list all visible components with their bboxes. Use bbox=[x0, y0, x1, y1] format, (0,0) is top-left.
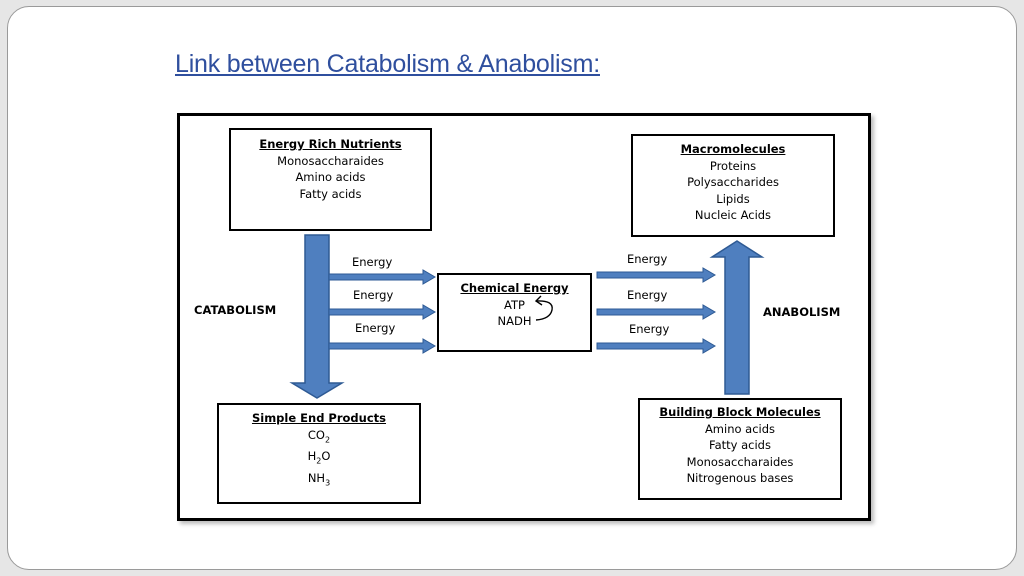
macromolecule-item: Nucleic Acids bbox=[694, 208, 772, 222]
energy-arrow-right-2 bbox=[596, 304, 716, 320]
nutrient-item: Monosaccharaides bbox=[277, 153, 384, 168]
nutrient-item: Fatty acids bbox=[299, 186, 362, 201]
energy-label-left-1: Energy bbox=[352, 255, 393, 269]
energy-arrow-right-1 bbox=[596, 267, 716, 283]
energy-rich-nutrients-heading: Energy Rich Nutrients bbox=[259, 137, 402, 151]
chemical-energy-item: ATP bbox=[504, 297, 525, 312]
macromolecule-item: Polysaccharides bbox=[687, 175, 779, 189]
macromolecules-heading: Macromolecules bbox=[680, 142, 786, 156]
anabolism-up-arrow bbox=[709, 240, 765, 395]
building-block-molecules-box: Building Block Molecules Amino acids Fat… bbox=[638, 398, 842, 500]
building-block-item: Nitrogenous bases bbox=[686, 471, 794, 485]
chemical-energy-item: NADH bbox=[497, 314, 532, 328]
chemical-energy-heading: Chemical Energy bbox=[460, 281, 569, 295]
anabolism-label: ANABOLISM bbox=[763, 305, 841, 319]
slide-title: Link between Catabolism & Anabolism: bbox=[175, 50, 600, 78]
chemical-energy-box: Chemical Energy ATP NADH bbox=[437, 273, 592, 352]
energy-arrow-right-3 bbox=[596, 338, 716, 354]
catabolism-label: CATABOLISM bbox=[194, 303, 277, 317]
macromolecule-item: Lipids bbox=[716, 191, 750, 206]
cycle-arrow-icon bbox=[534, 295, 553, 321]
energy-rich-nutrients-box: Energy Rich Nutrients Monosaccharaides A… bbox=[229, 128, 432, 231]
energy-label-right-2: Energy bbox=[627, 288, 668, 302]
macromolecules-box: Macromolecules Proteins Polysaccharides … bbox=[631, 134, 835, 237]
catabolism-down-arrow bbox=[289, 234, 345, 399]
end-product-co2: CO2 bbox=[307, 427, 331, 444]
energy-arrow-left-3 bbox=[328, 338, 436, 354]
energy-label-left-2: Energy bbox=[353, 288, 394, 302]
macromolecule-item: Proteins bbox=[709, 158, 757, 173]
energy-label-right-3: Energy bbox=[629, 322, 670, 336]
energy-label-right-1: Energy bbox=[627, 252, 668, 266]
energy-arrow-left-2 bbox=[328, 304, 436, 320]
building-block-item: Amino acids bbox=[704, 421, 776, 436]
building-block-molecules-heading: Building Block Molecules bbox=[659, 405, 821, 419]
building-block-item: Fatty acids bbox=[709, 438, 771, 452]
end-product-h2o: H2O bbox=[307, 449, 331, 466]
simple-end-products-heading: Simple End Products bbox=[251, 411, 387, 425]
energy-arrow-left-1 bbox=[328, 269, 436, 285]
simple-end-products-box: Simple End Products CO2 H2O NH3 bbox=[217, 403, 421, 504]
building-block-item: Monosaccharaides bbox=[686, 454, 794, 469]
energy-label-left-3: Energy bbox=[355, 321, 396, 335]
end-product-nh3: NH3 bbox=[307, 471, 331, 488]
nutrient-item: Amino acids bbox=[295, 170, 366, 184]
